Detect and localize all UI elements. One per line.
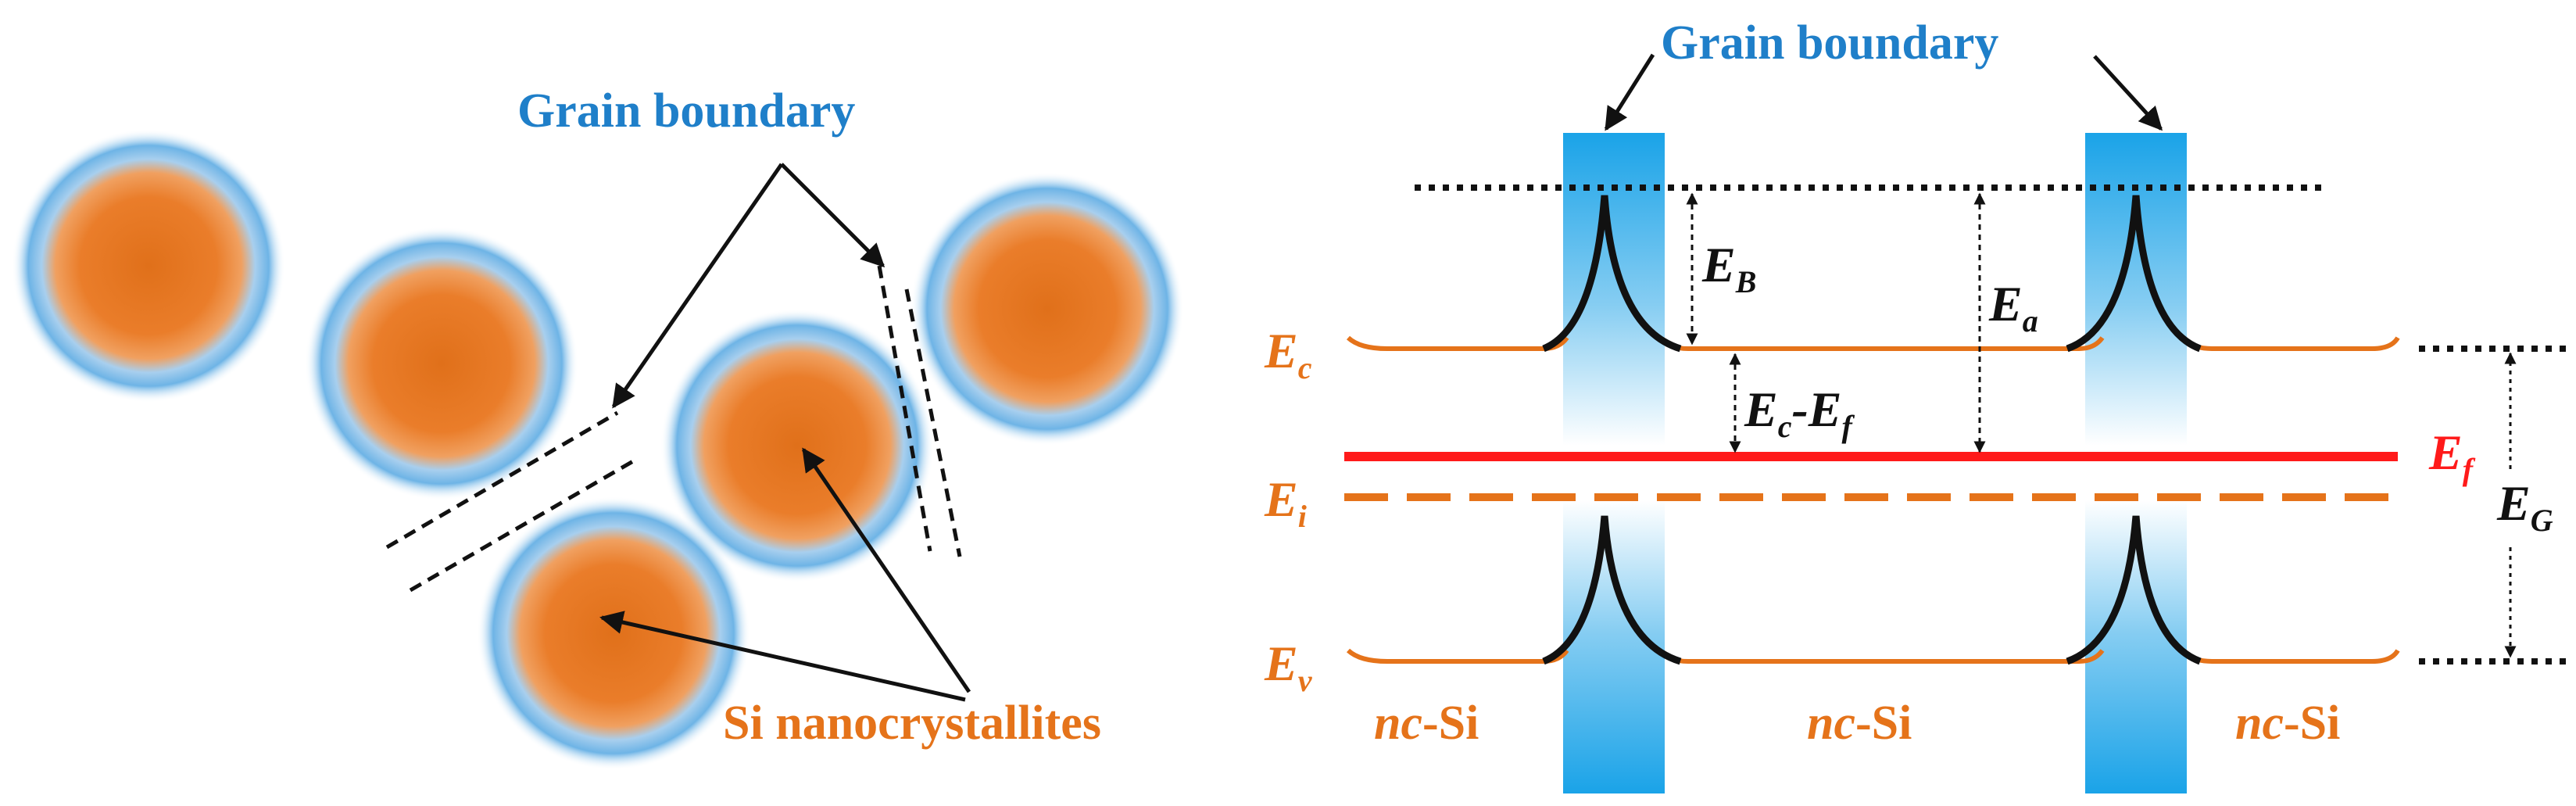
barrier-column-1-top	[1563, 133, 1665, 446]
label-eg: EG	[2496, 475, 2553, 538]
si-grain-1	[12, 129, 285, 403]
si-grain-4	[660, 309, 934, 582]
label-ev: Ev	[1264, 636, 1313, 698]
left-nanocrystal-label: Si nanocrystallites	[723, 697, 1101, 750]
conduction-band	[1346, 195, 2400, 353]
nc-arrow-upper	[801, 447, 971, 693]
right-panel: Grain boundary Ec Ei Ev Ef EB Ea EG Ec-E…	[1264, 16, 2567, 793]
boundary-dash-right-b	[904, 288, 962, 557]
right-grain-boundary-label: Grain boundary	[1661, 16, 1998, 70]
rgb-arrow-right	[2093, 55, 2163, 131]
label-ei: Ei	[1264, 471, 1307, 534]
label-ec: Ec	[1264, 323, 1312, 385]
si-grain-3	[911, 172, 1184, 446]
region-label-left: nc-Si	[1374, 697, 1479, 750]
boundary-dash-right-a	[877, 265, 932, 552]
si-grain-5	[477, 496, 750, 770]
barrier-column-2-bottom	[2085, 500, 2187, 793]
gb-arrow-right	[780, 163, 886, 268]
barrier-column-1-bottom	[1563, 500, 1665, 793]
label-ec-minus-ef: Ec-Ef	[1744, 382, 1855, 444]
label-eb: EB	[1701, 237, 1756, 299]
gb-arrow-left	[611, 163, 784, 409]
rgb-arrow-left	[1604, 53, 1655, 131]
left-panel: Grain boundary Si nanocrystallites	[12, 84, 1184, 770]
region-label-middle: nc-Si	[1807, 697, 1912, 750]
valence-band	[1346, 515, 2400, 665]
boundary-dash-left-b	[409, 459, 635, 593]
barrier-column-2-top	[2085, 133, 2187, 446]
si-grain-2	[305, 227, 578, 500]
boundary-dash-left-a	[385, 410, 619, 550]
label-ea: Ea	[1988, 276, 2038, 339]
label-ef: Ef	[2428, 424, 2476, 487]
left-grain-boundary-label: Grain boundary	[517, 84, 855, 138]
nc-arrow-lower	[599, 611, 966, 702]
region-label-right: nc-Si	[2235, 697, 2340, 750]
